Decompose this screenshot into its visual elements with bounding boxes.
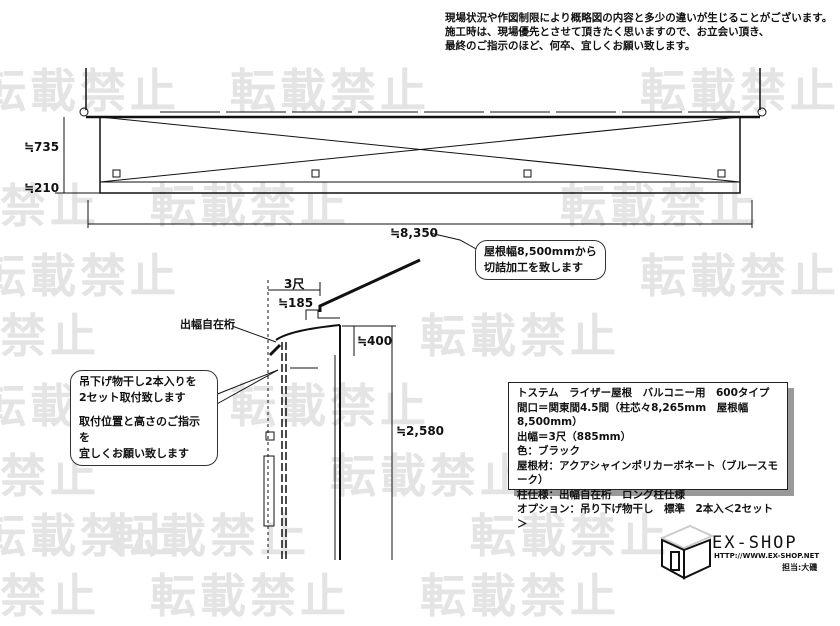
logo-name: EX-SHOP — [712, 533, 798, 553]
callout-line: 2セット取付致します — [79, 391, 186, 404]
notice-line: 現場状況や作図制限により概略図の内容と多少の違いが生じることがございます。 — [445, 12, 833, 24]
watermark: 転載禁止 — [110, 509, 310, 563]
dim-drop: ≒400 — [357, 334, 393, 348]
watermark: 転載禁止 — [0, 179, 100, 233]
watermark: 転載禁止 — [0, 309, 100, 363]
watermark: 転載禁止 — [420, 309, 620, 363]
beam-label: 出幅自在桁 — [180, 318, 235, 331]
watermark: 転載禁止 — [0, 249, 180, 303]
dim-post: ≒210 — [24, 181, 60, 195]
watermark: 転載禁止 — [230, 64, 430, 118]
drawing — [55, 68, 767, 580]
spec-box: トステム ライザー屋根 バルコニー用 600タイプ 間口＝関東間4.5間（柱芯々… — [508, 382, 788, 530]
callout-cut: 屋根幅8,500mmから 切詰加工を致します — [475, 240, 606, 280]
callout-line: 吊下げ物干し2本入りを — [79, 375, 197, 388]
spec-line: 間口＝関東間4.5間（柱芯々8,265mm 屋根幅8,500mm） — [517, 401, 749, 429]
callout-hanger: 吊下げ物干し2本入りを 2セット取付致します 取付位置と高さのご指示を 宜しくお… — [70, 370, 218, 466]
spec-line: 柱仕様：出幅自在桁 ロング柱仕様 — [517, 488, 685, 501]
callout-line: 屋根幅8,500mmから — [484, 245, 597, 258]
notice-line: 施工時は、現場優先とさせて頂きたく思いますので、お立会い頂き、 — [445, 26, 770, 38]
logo-url: HTTP://WWW.EX-SHOP.NET — [714, 552, 820, 560]
spec-line: トステム ライザー屋根 バルコニー用 600タイプ — [517, 387, 770, 399]
watermark: 転載禁止 — [640, 64, 840, 118]
plan-view — [55, 68, 767, 251]
watermark: 転載禁止 — [640, 249, 840, 303]
spec-line: 屋根材：アクアシャインポリカーボネート（ブルースモーク） — [517, 459, 779, 487]
watermark: 転載禁止 — [330, 449, 530, 503]
site-notice: 現場状況や作図制限により概略図の内容と多少の違いが生じることがございます。 施工… — [445, 11, 832, 53]
watermark: 転載禁止 — [0, 64, 180, 118]
watermark: 転載禁止 — [0, 509, 180, 563]
spec-line: 出幅＝3尺（885mm） — [517, 430, 632, 443]
dim-width: ≒8,350 — [390, 226, 439, 240]
dim-height: ≒2,580 — [396, 424, 445, 438]
dim-projection: 3尺 — [284, 277, 305, 291]
watermark: 転載禁止 — [470, 509, 670, 563]
staff-label: 担当:大磯 — [782, 563, 818, 572]
callout-line: 切詰加工を致します — [484, 261, 583, 274]
logo-icon — [659, 524, 715, 580]
callout-line: 取付位置と高さのご指示を — [79, 415, 200, 444]
spec-line: 色：ブラック — [517, 445, 580, 457]
spec-line: オプション：吊り下げ物干し 標準 2本入＜2セット＞ — [517, 503, 774, 530]
callout-line: 宜しくお願い致します — [79, 447, 189, 460]
dim-offset: ≒185 — [278, 296, 314, 310]
notice-line: 最終のご指示のほど、何卒、宜しくお願い致します。 — [445, 40, 696, 52]
dim-depth: ≒735 — [24, 140, 60, 154]
side-view — [214, 258, 421, 560]
watermark: 転載禁止 — [230, 379, 430, 433]
